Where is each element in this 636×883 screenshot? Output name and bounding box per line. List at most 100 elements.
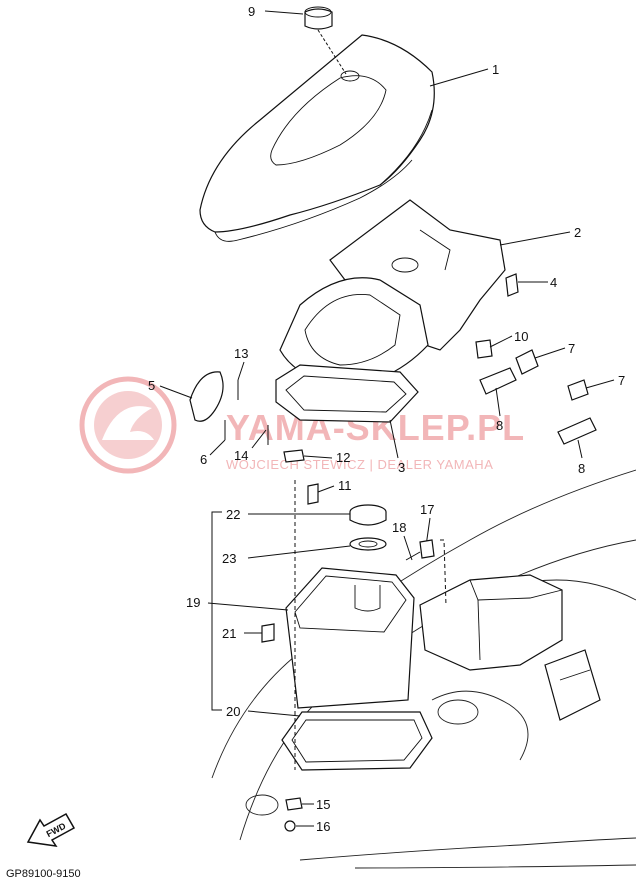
fwd-arrow-shape — [26, 812, 76, 847]
leader-7b — [585, 379, 615, 389]
part-20-gasket — [281, 711, 433, 771]
leader-8a — [495, 387, 501, 417]
leader-11 — [317, 485, 335, 493]
leader-20 — [247, 710, 301, 717]
leader-19 — [207, 602, 289, 611]
part-19-box-rim — [294, 575, 407, 633]
storage-box-assembly — [261, 480, 433, 832]
callout-17: 17 — [420, 502, 434, 517]
part-19-storage-box — [285, 567, 415, 709]
callout-12: 12 — [336, 450, 350, 465]
callout-2: 2 — [574, 225, 581, 240]
leader-14 — [251, 429, 267, 449]
part-12-plate — [283, 449, 305, 463]
leader-lines — [159, 10, 615, 827]
hull-engine-cover-edge — [477, 599, 481, 661]
leader-5 — [159, 385, 193, 399]
hull-port — [437, 699, 479, 725]
callout-10: 10 — [514, 329, 528, 344]
part-16-nut — [284, 820, 296, 832]
callout-16: 16 — [316, 819, 330, 834]
part-1-hood-cover — [199, 34, 435, 242]
callout-14: 14 — [234, 448, 248, 463]
cap-body — [304, 8, 333, 30]
hood-cover-cap-socket — [340, 70, 360, 82]
leader-3 — [389, 419, 399, 459]
watermark-subtext: WOJCIECH STEWICZ | DEALER YAMAHA — [226, 457, 493, 472]
callout-19: 19 — [186, 595, 200, 610]
hull-recess — [431, 690, 529, 761]
hood-cover-rim — [379, 109, 433, 186]
part-11-bolt — [307, 483, 319, 505]
callout-9: 9 — [248, 4, 255, 19]
leader-2 — [499, 231, 571, 246]
hull-engine-cover-top — [469, 579, 563, 601]
callout-18: 18 — [392, 520, 406, 535]
part-18-bolt — [405, 551, 421, 561]
part-19-box-neck — [354, 585, 381, 612]
callout-5: 5 — [148, 378, 155, 393]
part-23-gasket-hole — [358, 540, 378, 548]
hull-lower-edge — [299, 837, 636, 861]
seal-ring — [275, 364, 419, 423]
callout-8b: 8 — [578, 461, 585, 476]
hull-engine-cover — [419, 574, 563, 671]
group-bracket-19 — [211, 511, 222, 711]
callout-13: 13 — [234, 346, 248, 361]
hull-side-panel-line — [559, 669, 591, 681]
diagram-code: GP89100-9150 — [6, 868, 81, 880]
hull-side-panel — [544, 649, 601, 721]
watermark-logo-ring — [79, 376, 177, 474]
callout-7a: 7 — [568, 341, 575, 356]
part-17-bracket — [419, 539, 435, 559]
cap-guide-line — [317, 29, 347, 75]
part-7-bumper-a — [515, 349, 539, 375]
callout-21: 21 — [222, 626, 236, 641]
leader-23 — [247, 545, 351, 559]
callout-8a: 8 — [496, 418, 503, 433]
callout-3: 3 — [398, 460, 405, 475]
part-8-pad-a — [479, 367, 517, 395]
watermark-logo-mark — [102, 406, 154, 440]
leader-8b — [577, 439, 583, 459]
bracket-hole — [391, 257, 419, 273]
callout-6: 6 — [200, 452, 207, 467]
callout-7b: 7 — [618, 373, 625, 388]
hood-cover-lower-lip — [214, 159, 413, 242]
part-8-pad-b — [557, 417, 597, 445]
seal-ring-inner — [285, 375, 407, 413]
callout-11: 11 — [338, 478, 352, 493]
part-4-clip — [505, 273, 519, 297]
leader-18 — [403, 535, 413, 561]
leader-9 — [264, 10, 304, 15]
callout-23: 23 — [222, 551, 236, 566]
cap-top — [304, 6, 332, 18]
callout-labels: 9 1 2 4 10 7 7 8 8 5 13 6 14 12 3 11 22 … — [148, 4, 625, 834]
part-15-washer — [285, 797, 303, 811]
part-9-cap — [304, 6, 347, 75]
storage-lid-inner — [304, 294, 401, 366]
part-21-screw — [261, 623, 275, 643]
callout-15: 15 — [316, 797, 330, 812]
group-bracket-line — [211, 511, 222, 711]
leader-1 — [429, 68, 489, 87]
part-7-bumper-b — [567, 379, 589, 401]
strap-body — [189, 371, 224, 422]
callout-20: 20 — [226, 704, 240, 719]
leader-7a — [534, 347, 566, 359]
bracket-rib — [419, 229, 451, 271]
part-23-gasket — [349, 537, 387, 551]
fwd-arrow: FWD — [26, 812, 76, 847]
hull-vent — [245, 794, 279, 816]
callout-4: 4 — [550, 275, 557, 290]
leader-10 — [489, 335, 513, 348]
hull-outline — [211, 469, 636, 869]
leader-6 — [209, 439, 226, 456]
part-3-seal — [275, 277, 429, 423]
part-22-cap-side — [349, 512, 387, 526]
leader-12 — [303, 455, 333, 459]
part-5-strap — [189, 371, 269, 445]
callout-1: 1 — [492, 62, 499, 77]
